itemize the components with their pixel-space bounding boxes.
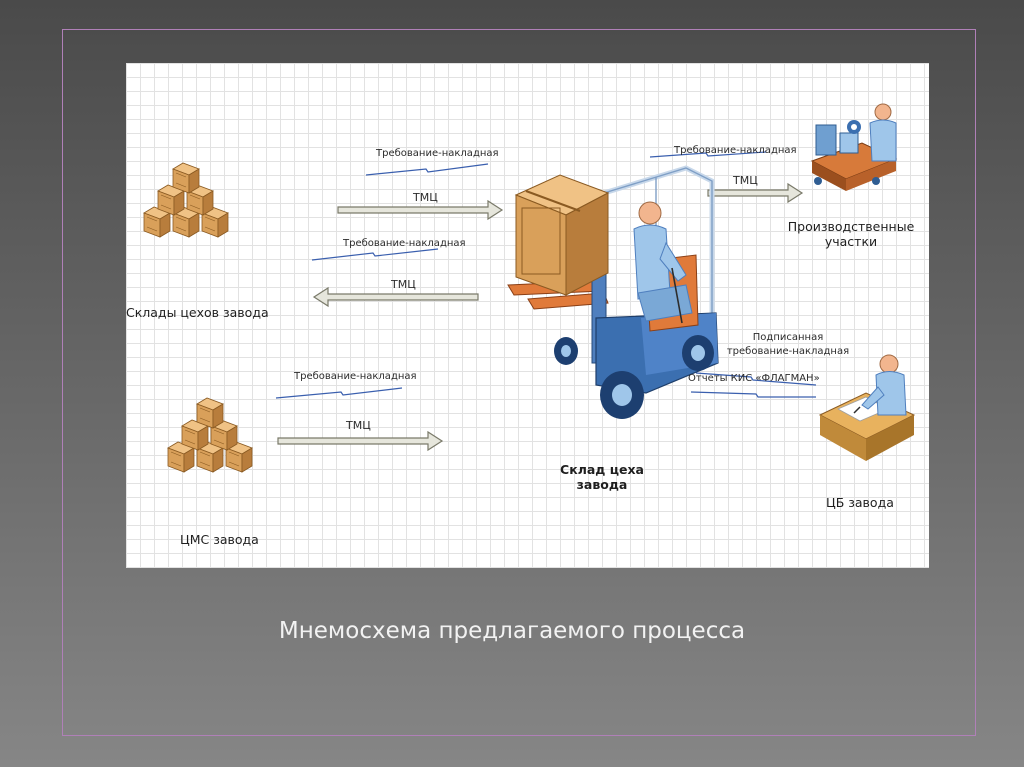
production-label: Производственные участки bbox=[787, 219, 915, 249]
cms-label: ЦМС завода bbox=[180, 532, 259, 547]
flow-label-reports: Отчеты КИС «ФЛАГМАН» bbox=[688, 373, 820, 384]
production-icon bbox=[810, 103, 898, 191]
warehouse-boxes-icon bbox=[144, 163, 228, 237]
flow-label-signed: Подписанная bbox=[752, 332, 824, 343]
zigzag-lines bbox=[275, 151, 817, 399]
forklift-icon bbox=[507, 165, 719, 419]
slide-caption: Мнемосхема предлагаемого процесса bbox=[278, 618, 746, 644]
flow-label-req-invoice: Требование-накладная bbox=[376, 148, 499, 159]
flow-label-signed-req-invoice: требование-накладная bbox=[726, 346, 850, 357]
flow-label-req-invoice: Требование-накладная bbox=[343, 238, 466, 249]
diagram-canvas bbox=[126, 103, 916, 568]
flow-label-req-invoice: Требование-накладная bbox=[294, 371, 417, 382]
accountant-icon bbox=[818, 354, 916, 461]
flow-label-tmc: ТМЦ bbox=[346, 419, 371, 432]
accounting-label: ЦБ завода bbox=[826, 495, 894, 510]
flow-label-tmc: ТМЦ bbox=[733, 174, 758, 187]
central-warehouse-label: Склад цеха завода bbox=[560, 462, 644, 492]
flow-label-req-invoice: Требование-накладная bbox=[674, 145, 797, 156]
slide-frame bbox=[62, 29, 976, 736]
flow-label-tmc: ТМЦ bbox=[413, 191, 438, 204]
cms-boxes-icon bbox=[168, 398, 252, 472]
warehouses-label: Склады цехов завода bbox=[126, 305, 269, 320]
arrow-to-production bbox=[707, 182, 804, 204]
flow-label-tmc: ТМЦ bbox=[391, 278, 416, 291]
diagram-panel: Требование-накладная ТМЦ Требование-накл… bbox=[126, 63, 929, 568]
arrow-from-cms bbox=[277, 431, 443, 451]
